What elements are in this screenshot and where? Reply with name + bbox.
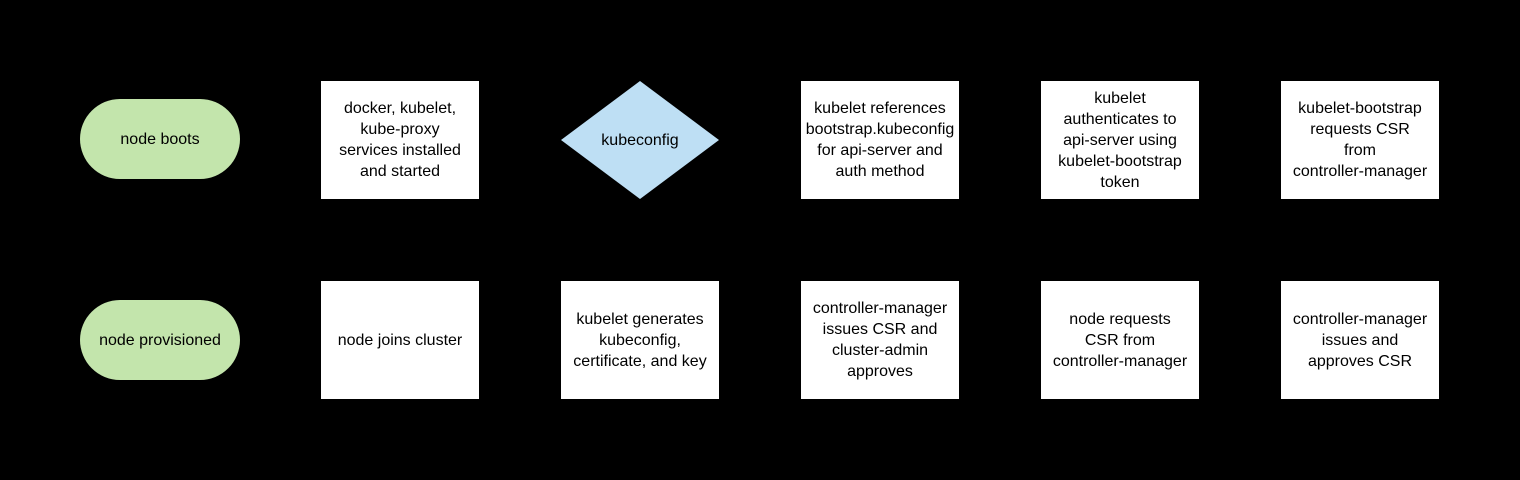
process-node-requests-csr-label: node requests CSR from controller-manage… <box>1052 310 1188 370</box>
process-bootstrap-requests-csr-label: kubelet-bootstrap requests CSR from cont… <box>1292 100 1428 180</box>
process-cm-issues-and-approves-label: controller-manager issues and approves C… <box>1292 310 1428 370</box>
process-node-joins-cluster: node joins cluster <box>321 281 479 399</box>
process-kubelet-authenticates-label: kubelet authenticates to api-server usin… <box>1058 89 1182 191</box>
decision-kubeconfig-label: kubeconfig <box>601 131 679 149</box>
process-cm-issues-csr-admin-approves-label: controller-manager issues CSR and cluste… <box>812 300 948 380</box>
terminator-node-provisioned: node provisioned <box>80 300 240 380</box>
process-bootstrap-requests-csr: kubelet-bootstrap requests CSR from cont… <box>1281 81 1439 199</box>
process-services-installed: docker, kubelet, kube-proxy services ins… <box>321 81 479 199</box>
process-kubelet-authenticates: kubelet authenticates to api-server usin… <box>1041 81 1199 199</box>
terminator-node-boots: node boots <box>80 99 240 179</box>
process-node-joins-cluster-label: node joins cluster <box>337 331 463 349</box>
process-kubelet-generates-kubeconfig: kubelet generates kubeconfig, certificat… <box>561 281 719 399</box>
decision-kubeconfig: kubeconfig <box>561 81 719 199</box>
terminator-node-provisioned-label: node provisioned <box>99 331 221 349</box>
process-cm-issues-and-approves: controller-manager issues and approves C… <box>1281 281 1439 399</box>
process-services-installed-label: docker, kubelet, kube-proxy services ins… <box>339 100 461 180</box>
terminator-node-boots-label: node boots <box>120 130 200 148</box>
process-kubelet-references-bootstrap-kubeconfig: kubelet references bootstrap.kubeconfig … <box>801 81 959 199</box>
process-kubelet-references-label: kubelet references bootstrap.kubeconfig … <box>805 100 955 180</box>
process-node-requests-csr: node requests CSR from controller-manage… <box>1041 281 1199 399</box>
process-kubelet-generates-label: kubelet generates kubeconfig, certificat… <box>573 310 707 370</box>
process-cm-issues-csr-admin-approves: controller-manager issues CSR and cluste… <box>801 281 959 399</box>
